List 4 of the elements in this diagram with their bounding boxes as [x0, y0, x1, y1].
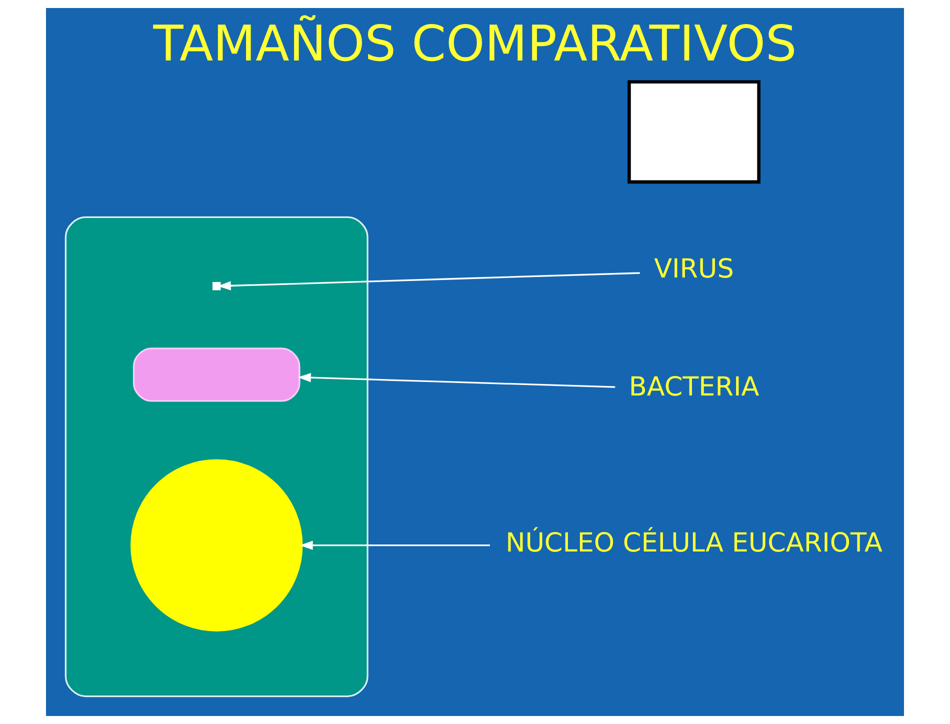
node-text: BACTERIA [628, 372, 760, 403]
node-text: NÚCLEO CÉLULA EUCARIOTA [506, 528, 882, 559]
diagram-title: TAMAÑOS COMPARATIVOS [153, 14, 797, 73]
node-text: VIRUS [654, 254, 734, 285]
